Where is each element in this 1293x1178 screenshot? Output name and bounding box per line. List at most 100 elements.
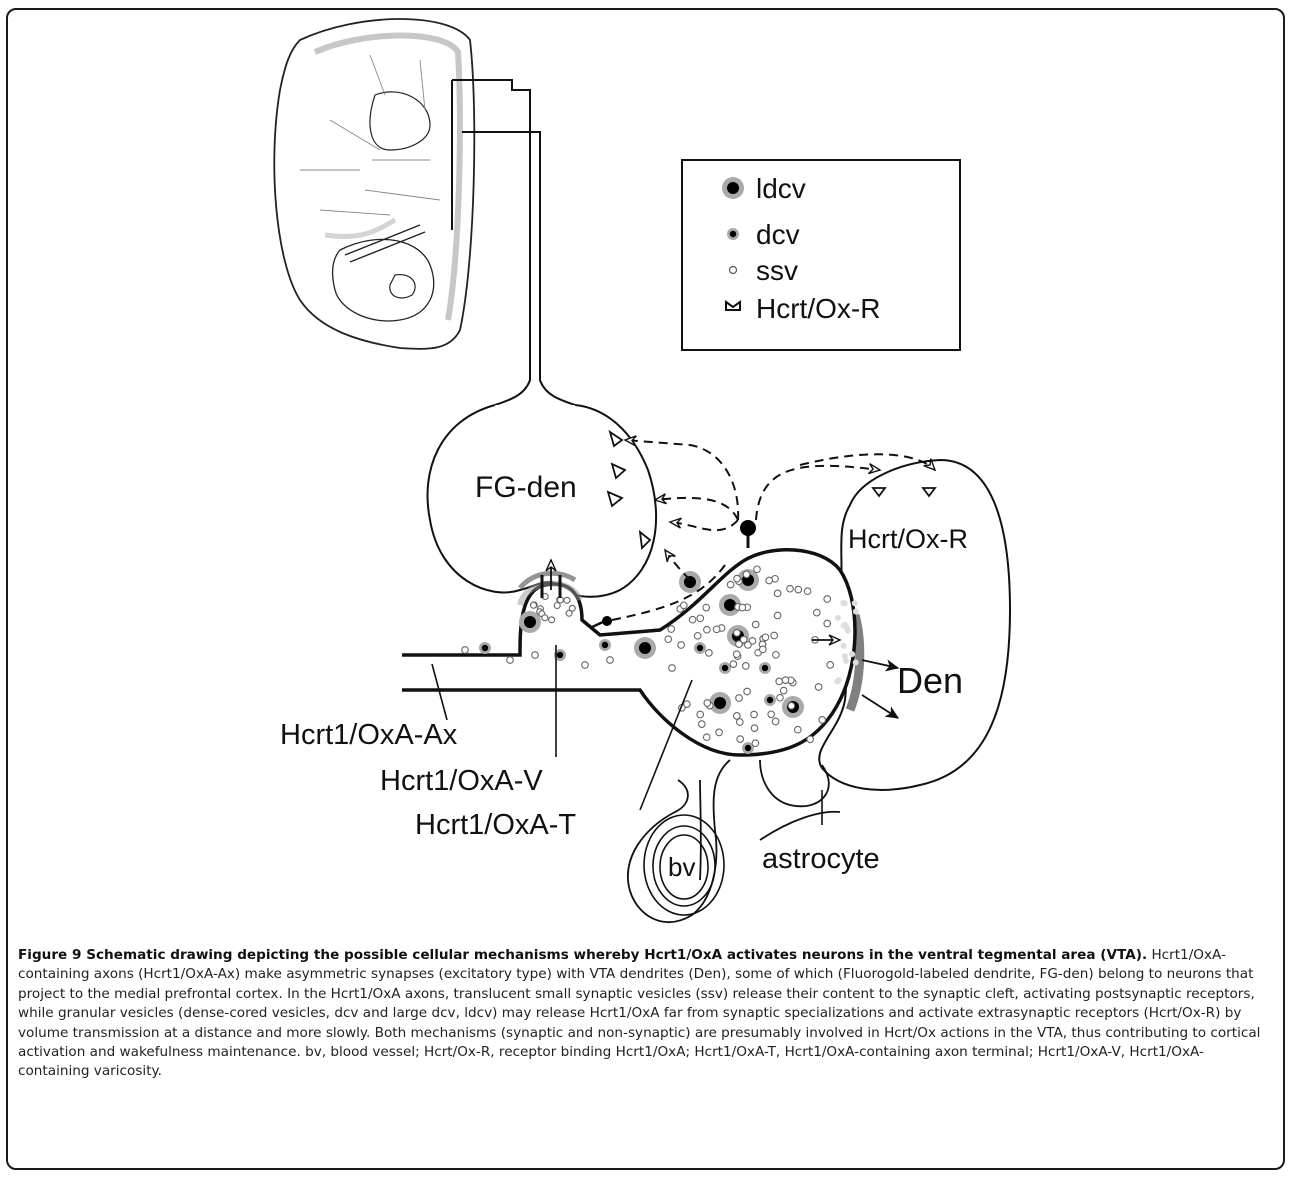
fg-den-label: FG-den	[475, 471, 577, 504]
dcv-core	[697, 645, 703, 651]
ssv	[730, 661, 737, 668]
legend-box: ldcv dcv ssv Hcrt/Ox-R	[682, 160, 960, 350]
dcv-core	[602, 642, 608, 648]
ssv	[774, 590, 781, 597]
ssv	[777, 694, 784, 701]
released-ssv	[841, 643, 847, 649]
fg-den-dendrite: FG-den	[428, 405, 657, 597]
ssv	[704, 626, 711, 633]
dcv-core	[762, 665, 768, 671]
ssv	[736, 695, 743, 702]
ldcv-icon	[722, 177, 744, 199]
released-ssv	[842, 601, 848, 607]
ssv	[549, 617, 555, 623]
ssv	[532, 652, 539, 659]
released-ssv	[849, 651, 855, 657]
ssv	[744, 688, 751, 695]
ssv	[807, 736, 814, 743]
ssv	[569, 605, 575, 611]
schematic-drawing: ldcv dcv ssv Hcrt/Ox-R FG-den Hcrt/Ox-R …	[0, 0, 1293, 940]
ssv	[780, 687, 787, 694]
ssv	[795, 586, 802, 593]
ssv	[771, 632, 778, 639]
ssv	[782, 677, 789, 684]
astrocyte-label: astrocyte	[762, 843, 880, 875]
ssv	[814, 609, 821, 616]
dcv-icon	[727, 228, 739, 240]
varicosity-label: Hcrt1/OxA-V	[380, 765, 543, 797]
released-ssv	[845, 628, 851, 634]
ssv	[665, 636, 672, 643]
caption-body: Hcrt1/OxA-containing axons (Hcrt1/OxA-Ax…	[18, 947, 1260, 1079]
ssv	[739, 604, 746, 611]
legend-label-ldcv: ldcv	[756, 173, 806, 204]
dcv-core	[745, 745, 751, 751]
ssv	[462, 647, 469, 654]
ssv	[713, 626, 720, 633]
ssv	[668, 626, 675, 633]
ssv	[706, 650, 713, 657]
dcv-core	[482, 645, 488, 651]
ssv	[815, 684, 822, 691]
ssv	[776, 678, 783, 685]
ssv	[564, 597, 570, 603]
ssv	[788, 703, 795, 710]
ssv	[704, 700, 711, 707]
released-ssv	[852, 600, 858, 606]
ssv	[743, 571, 750, 578]
ssv	[703, 604, 710, 611]
ssv	[542, 615, 548, 621]
ssv	[607, 657, 614, 664]
ssv	[669, 665, 676, 672]
released-ssv	[853, 609, 859, 615]
ssv	[531, 602, 537, 608]
ssv	[819, 717, 826, 724]
ldcv-core	[684, 576, 696, 588]
ssv	[737, 736, 744, 743]
ssv	[699, 721, 706, 728]
ssv	[824, 596, 831, 603]
ssv	[681, 602, 688, 609]
legend-label-dcv: dcv	[756, 219, 800, 250]
terminal-label: Hcrt1/OxA-T	[415, 809, 576, 841]
ssv	[716, 729, 723, 736]
dcv-core	[722, 665, 728, 671]
ssv	[703, 734, 710, 741]
ssv	[678, 642, 685, 649]
released-ssv	[836, 677, 842, 683]
ssv	[694, 633, 701, 640]
ssv	[697, 615, 704, 622]
ssv	[760, 646, 767, 653]
ssv	[745, 642, 752, 649]
dcv-core	[767, 697, 773, 703]
hcrt-ox-r-label: Hcrt/Ox-R	[848, 524, 968, 554]
docked-ldcv-terminal	[740, 520, 756, 548]
ssv	[733, 651, 740, 658]
ssv	[582, 662, 589, 669]
ssv	[762, 634, 769, 641]
ssv	[752, 740, 759, 747]
ssv	[751, 711, 758, 718]
ssv	[697, 711, 704, 718]
released-ssv	[835, 615, 841, 621]
ssv	[774, 612, 781, 619]
released-ssv	[843, 658, 849, 664]
ssv	[734, 713, 741, 720]
ssv	[795, 726, 802, 733]
ldcv-core	[714, 697, 726, 709]
ssv	[754, 566, 761, 573]
caption-title: Figure 9 Schematic drawing depicting the…	[18, 947, 1147, 963]
ssv	[787, 585, 794, 592]
den-label: Den	[897, 660, 963, 701]
figure-caption: Figure 9 Schematic drawing depicting the…	[18, 946, 1274, 1082]
ssv	[734, 575, 741, 582]
axon-label: Hcrt1/OxA-Ax	[280, 719, 458, 751]
legend-label-ssv: ssv	[756, 255, 798, 286]
ssv	[827, 662, 834, 669]
ssv	[507, 657, 514, 664]
docked-dcv-varicosity	[590, 616, 612, 628]
ldcv-core	[724, 599, 736, 611]
brain-section	[274, 19, 474, 349]
ssv	[772, 718, 779, 725]
dcv-core	[557, 652, 563, 658]
